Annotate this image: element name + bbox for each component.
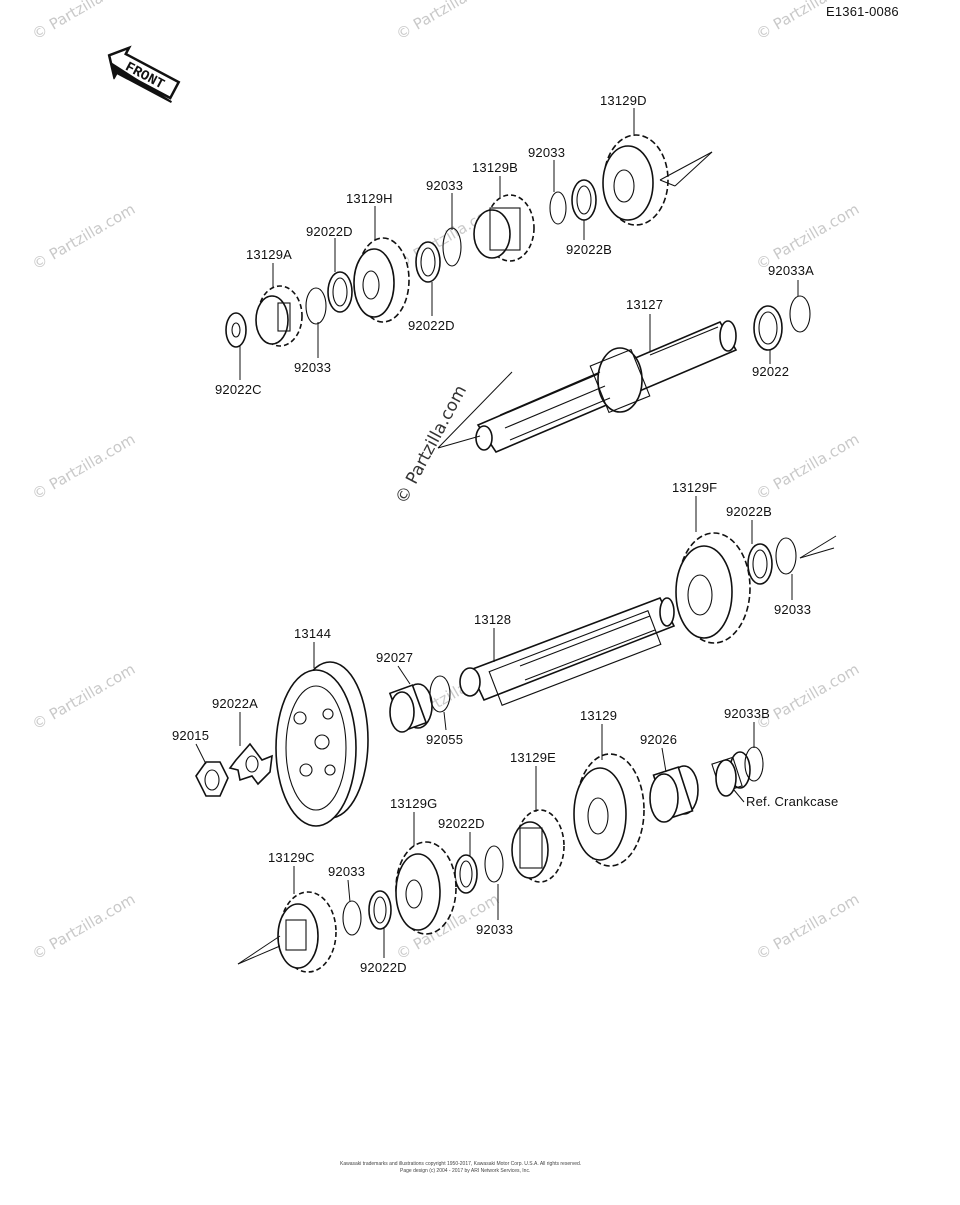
lower-shaft-group [195,532,837,973]
label-92033: 92033 [774,602,811,617]
label-92022C: 92022C [215,382,262,397]
watermark-text: © Partzilla.com [29,890,138,963]
watermark-text: © Partzilla.com [29,430,138,503]
front-arrow-icon: FRONT [107,45,181,103]
label-13129F: 13129F [672,480,717,495]
watermark-text: © Partzilla.com [393,0,502,43]
label-92033: 92033 [426,178,463,193]
label-13129B: 13129B [472,160,518,175]
label-13144: 13144 [294,626,331,641]
label-92033: 92033 [294,360,331,375]
watermark-text: © Partzilla.com [753,890,862,963]
label-13129H: 13129H [346,191,393,206]
label-13129G: 13129G [390,796,437,811]
label-92022B: 92022B [566,242,612,257]
label-92022D: 92022D [408,318,455,333]
footer-line-2: Page design (c) 2004 - 2017 by ARI Netwo… [400,1168,530,1174]
diagram-code: E1361-0086 [826,4,899,19]
label-13127: 13127 [626,297,663,312]
upper-gear-group [225,134,713,348]
label-92055: 92055 [426,732,463,747]
label-13129: 13129 [580,708,617,723]
label-92033: 92033 [328,864,365,879]
shaft-13127 [437,295,811,453]
label-92026: 92026 [640,732,677,747]
label-92033: 92033 [528,145,565,160]
leader-lines [195,108,799,958]
label-13129E: 13129E [510,750,556,765]
label-92015: 92015 [172,728,209,743]
watermark-text: © Partzilla.com [29,660,138,733]
label-13129C: 13129C [268,850,315,865]
label-92022D: 92022D [306,224,353,239]
label-92033: 92033 [476,922,513,937]
label-13129A: 13129A [246,247,292,262]
copyright-footer: Kawasaki trademarks and illustrations co… [340,1161,581,1174]
label-92022A: 92022A [212,696,258,711]
watermark-text: © Partzilla.com [29,200,138,273]
label-92022D: 92022D [438,816,485,831]
label-92033A: 92033A [768,263,814,278]
label-92022D: 92022D [360,960,407,975]
label-ref-crankcase: Ref. Crankcase [746,794,838,809]
label-92022B: 92022B [726,504,772,519]
label-13128: 13128 [474,612,511,627]
label-92022: 92022 [752,364,789,379]
footer-line-1: Kawasaki trademarks and illustrations co… [340,1161,581,1167]
watermark-text: © Partzilla.com [29,0,138,43]
part-labels: 13129D 92033 13129B 92033 13129H 92022D … [172,93,838,975]
watermark-text-dark: © Partzilla.com [392,382,471,507]
label-13129D: 13129D [600,93,647,108]
watermark-text: © Partzilla.com [753,660,862,733]
label-92033B: 92033B [724,706,770,721]
watermark-text: © Partzilla.com [753,430,862,503]
label-92027: 92027 [376,650,413,665]
